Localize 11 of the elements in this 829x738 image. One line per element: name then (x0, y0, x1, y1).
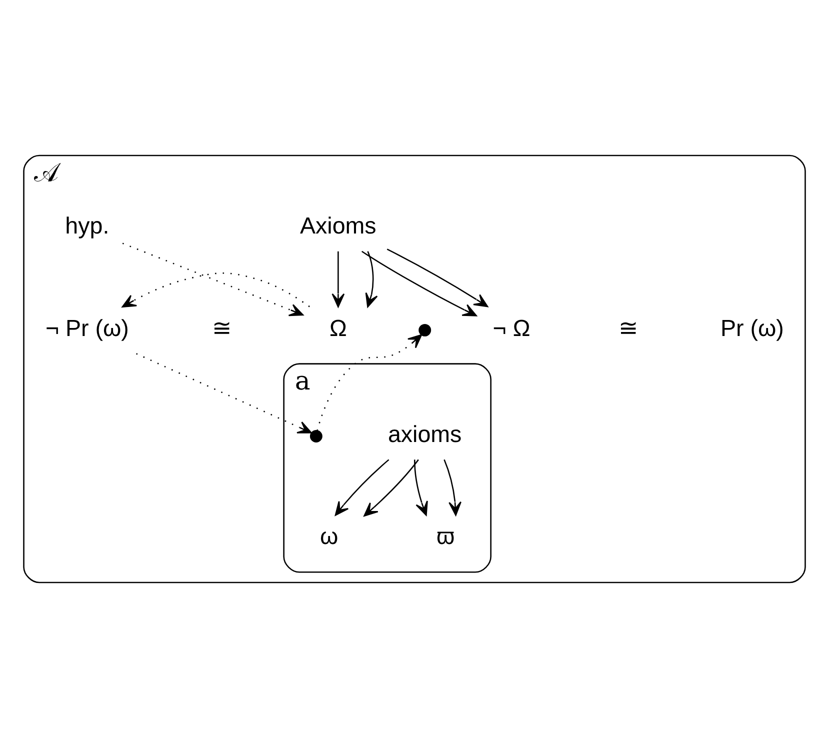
node-text: Pr (ω) (720, 314, 784, 341)
node-text: ¬ Pr (ω) (45, 314, 129, 341)
node-text: Axioms (300, 212, 376, 239)
node-text: hyp. (65, 212, 110, 239)
label: ≅ (212, 314, 232, 341)
node-text: Ω (329, 314, 347, 341)
label: ≅ (618, 314, 638, 341)
node-text: axioms (388, 420, 462, 447)
node-text: ϖ (436, 523, 455, 550)
node-text: ¬ Ω (492, 314, 530, 341)
node-text: ω (320, 523, 338, 550)
